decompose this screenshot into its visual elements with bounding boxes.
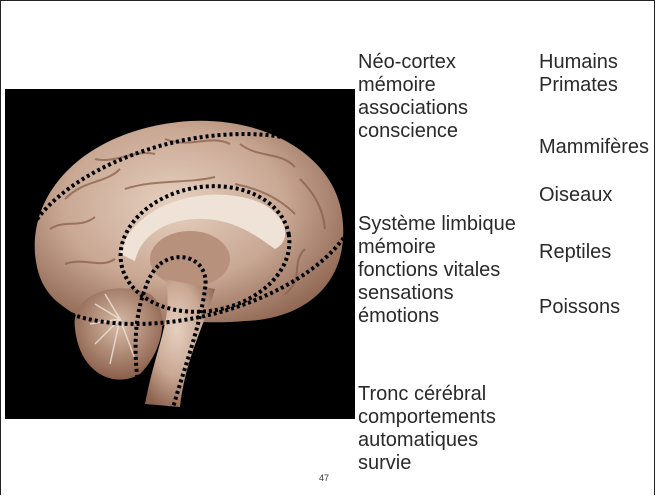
species-oiseaux: Oiseaux [539,184,612,207]
limbic-line-3: sensations [358,282,516,305]
species-reptiles: Reptiles [539,241,611,264]
limbic-line-2: fonctions vitales [358,259,516,282]
species-mammiferes: Mammifères [539,136,649,159]
brain-image [5,89,355,419]
species-humains: Humains [539,51,618,74]
neocortex-line-2: associations [358,97,468,120]
neocortex-line-1: mémoire [358,74,468,97]
cerebellum-shape [75,288,163,379]
limbic-line-4: émotions [358,305,516,328]
brainstem-title: Tronc cérébral [358,383,496,406]
page-number: 47 [319,473,329,483]
species-poissons: Poissons [539,296,620,319]
neocortex-label: Néo-cortex mémoire associations conscien… [358,51,468,143]
limbic-line-1: mémoire [358,236,516,259]
limbic-label: Système limbique mémoire fonctions vital… [358,213,516,328]
brainstem-line-2: automatiques [358,429,496,452]
species-primates: Primates [539,74,618,97]
neocortex-title: Néo-cortex [358,51,468,74]
limbic-title: Système limbique [358,213,516,236]
brainstem-label: Tronc cérébral comportements automatique… [358,383,496,475]
brainstem-line-1: comportements [358,406,496,429]
brain-sagittal-section-icon [5,89,355,419]
neocortex-line-3: conscience [358,120,468,143]
brainstem-line-3: survie [358,452,496,475]
